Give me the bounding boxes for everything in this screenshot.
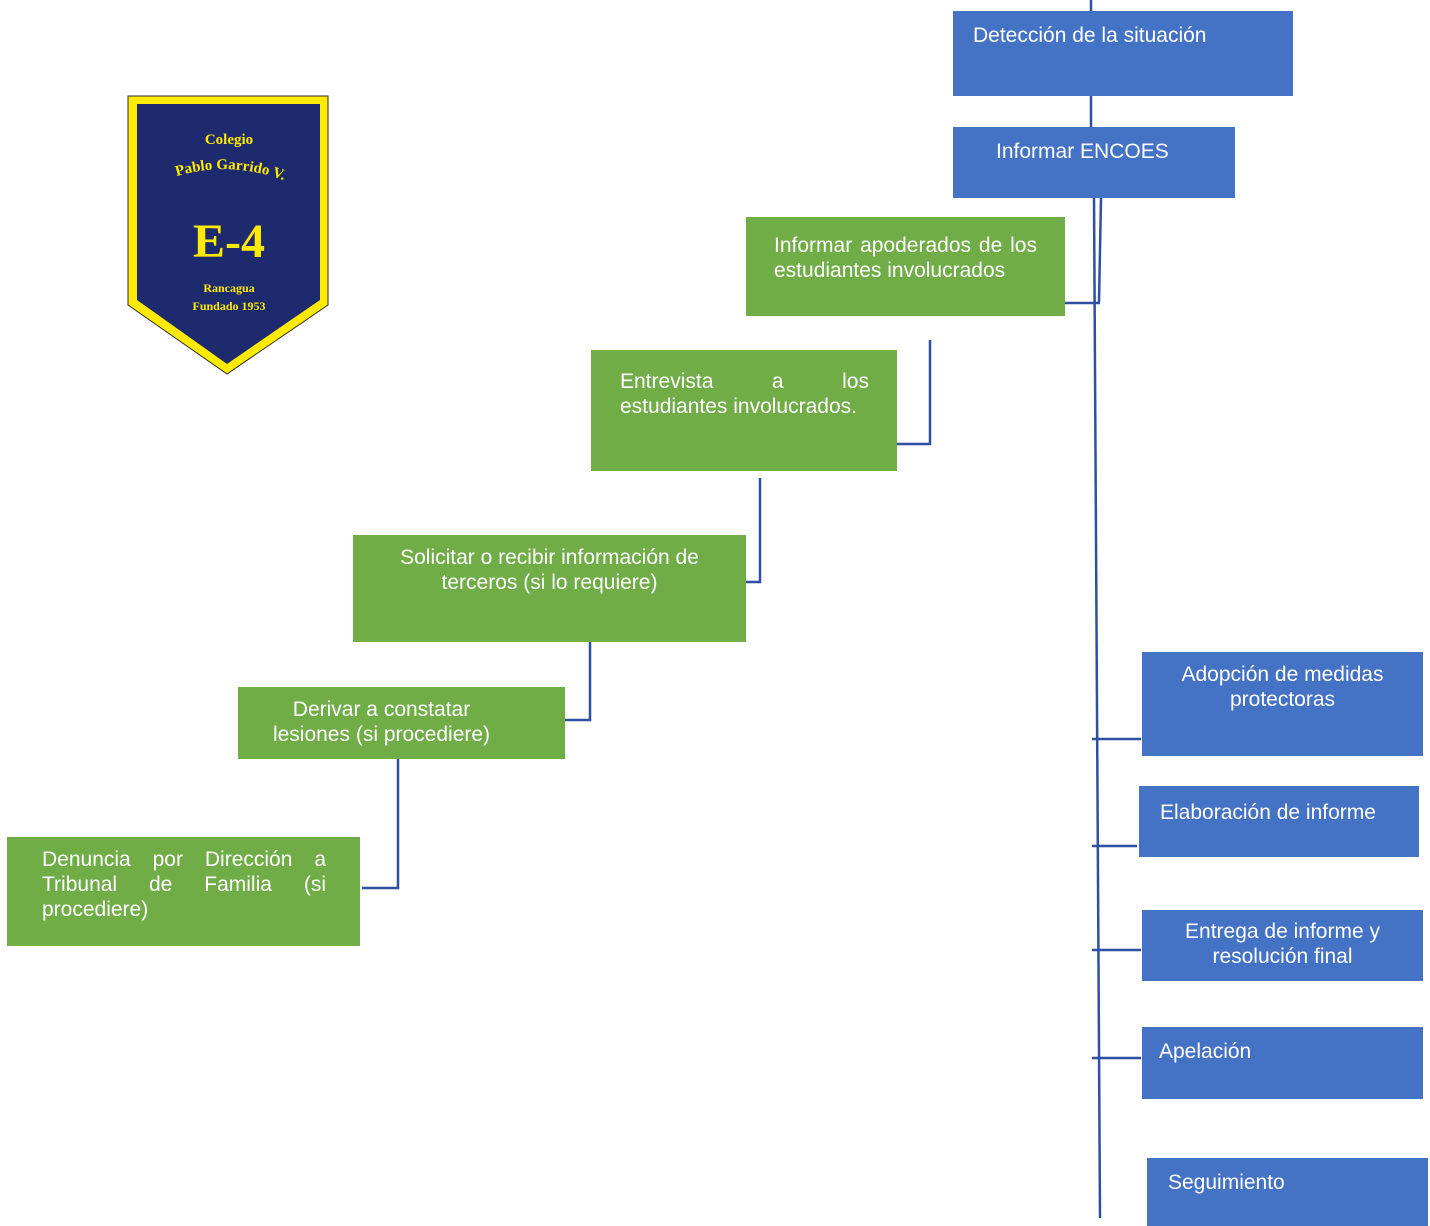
step-entrega: Entrega de informe y resolución final xyxy=(1142,910,1423,981)
crest-founded: Fundado 1953 xyxy=(192,299,265,313)
step-apelacion-label: Apelación xyxy=(1159,1040,1252,1063)
step-deteccion: Detección de la situación xyxy=(953,11,1293,96)
connector-derivar xyxy=(565,641,592,722)
spine-trunk-secondary xyxy=(1097,197,1103,303)
step-informar-apoderados-label: Informar apoderados de los estudiantes i… xyxy=(774,234,1037,282)
step-informar-encoes: Informar ENCOES xyxy=(953,127,1235,198)
spine-trunk xyxy=(1092,197,1102,1219)
school-crest: Colegio Pablo Garrido V. E-4 Rancagua Fu… xyxy=(125,93,331,377)
step-denuncia: Denuncia por Dirección a Tribunal de Fam… xyxy=(7,837,360,946)
step-entrevista: Entrevista a los estudiantes involucrado… xyxy=(591,350,897,471)
step-adopcion: Adopción de medidas protectoras xyxy=(1142,652,1423,756)
crest-city: Rancagua xyxy=(203,281,254,295)
step-solicitar: Solicitar o recibir información de terce… xyxy=(353,535,746,642)
step-solicitar-label: Solicitar o recibir información de terce… xyxy=(400,546,699,594)
connector-solicitar xyxy=(745,478,762,584)
step-derivar-label: Derivar a constatar lesiones (si procedi… xyxy=(272,698,491,746)
step-adopcion-label: Adopción de medidas protectoras xyxy=(1181,663,1384,711)
step-entrega-label: Entrega de informe y resolución final xyxy=(1185,920,1380,968)
connector-entrevista xyxy=(897,340,932,446)
crest-code: E-4 xyxy=(193,215,265,268)
connector-denuncia xyxy=(362,759,400,890)
step-elaboracion-label: Elaboración de informe xyxy=(1160,801,1376,824)
step-entrevista-label: Entrevista a los estudiantes involucrado… xyxy=(620,370,869,418)
step-seguimiento-label: Seguimiento xyxy=(1168,1171,1285,1194)
crest-line1: Colegio xyxy=(205,132,253,148)
step-denuncia-label: Denuncia por Dirección a Tribunal de Fam… xyxy=(42,848,326,921)
step-elaboracion: Elaboración de informe xyxy=(1139,786,1419,857)
step-informar-apoderados: Informar apoderados de los estudiantes i… xyxy=(746,217,1065,316)
step-seguimiento: Seguimiento xyxy=(1147,1158,1428,1226)
step-derivar: Derivar a constatar lesiones (si procedi… xyxy=(238,687,565,759)
step-deteccion-label: Detección de la situación xyxy=(973,24,1207,47)
step-apelacion: Apelación xyxy=(1142,1027,1423,1099)
step-informar-encoes-label: Informar ENCOES xyxy=(996,140,1169,163)
